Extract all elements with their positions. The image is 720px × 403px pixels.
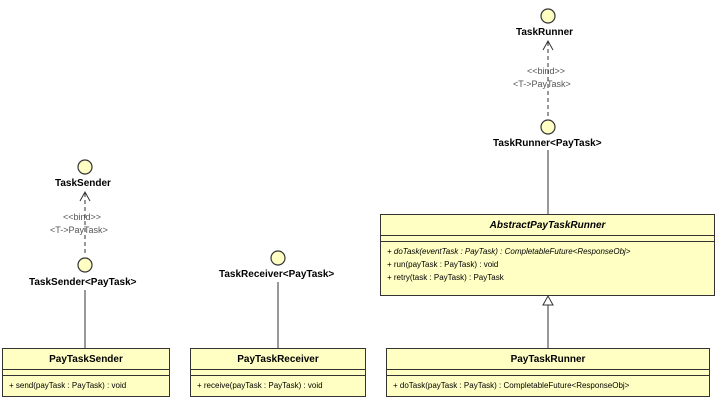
sender-bind-param: <T->PayTask> bbox=[50, 225, 108, 235]
operation: + doTask(payTask : PayTask) : Completabl… bbox=[393, 381, 630, 390]
sender-bind-arrowhead bbox=[79, 190, 91, 202]
attributes-compartment bbox=[3, 370, 169, 376]
pay-task-sender-class: PayTaskSender + send(payTask : PayTask) … bbox=[2, 348, 170, 397]
operations-compartment: + doTask(eventTask : PayTask) : Completa… bbox=[381, 242, 714, 287]
operations-compartment: + doTask(payTask : PayTask) : Completabl… bbox=[387, 376, 709, 395]
task-sender-pay-interface-circle bbox=[77, 257, 93, 273]
task-runner-pay-label: TaskRunner<PayTask> bbox=[493, 138, 602, 149]
runner-bind-arrowhead bbox=[542, 39, 554, 51]
pay-task-runner-class: PayTaskRunner + doTask(payTask : PayTask… bbox=[386, 348, 710, 397]
task-sender-interface-circle bbox=[77, 159, 93, 175]
operations-compartment: + receive(payTask : PayTask) : void bbox=[191, 376, 365, 395]
attributes-compartment bbox=[381, 236, 714, 242]
task-receiver-pay-label: TaskReceiver<PayTask> bbox=[219, 269, 335, 280]
attributes-compartment bbox=[191, 370, 365, 376]
operation: + retry(task : PayTask) : PayTask bbox=[387, 273, 504, 282]
generalization-arrowhead bbox=[542, 294, 554, 306]
class-name: PayTaskSender bbox=[3, 349, 169, 370]
sender-bind-stereotype: <<bind>> bbox=[63, 212, 102, 222]
operations-compartment: + send(payTask : PayTask) : void bbox=[3, 376, 169, 395]
class-name: PayTaskRunner bbox=[387, 349, 709, 370]
task-receiver-pay-interface-circle bbox=[270, 250, 286, 266]
class-name: AbstractPayTaskRunner bbox=[381, 215, 714, 236]
task-sender-pay-label: TaskSender<PayTask> bbox=[29, 277, 137, 288]
runner-bind-param: <T->PayTask> bbox=[513, 79, 571, 89]
runner-bind-stereotype: <<bind>> bbox=[527, 66, 566, 76]
task-runner-pay-interface-circle bbox=[540, 119, 556, 135]
attributes-compartment bbox=[387, 370, 709, 376]
operation: + receive(payTask : PayTask) : void bbox=[197, 381, 323, 390]
class-name: PayTaskReceiver bbox=[191, 349, 365, 370]
task-runner-interface-circle bbox=[540, 8, 556, 24]
pay-task-receiver-class: PayTaskReceiver + receive(payTask : PayT… bbox=[190, 348, 366, 397]
operation: + run(payTask : PayTask) : void bbox=[387, 260, 499, 269]
operation: + doTask(eventTask : PayTask) : Completa… bbox=[387, 247, 631, 256]
task-runner-label: TaskRunner bbox=[516, 27, 574, 38]
task-sender-label: TaskSender bbox=[55, 178, 111, 189]
abstract-pay-task-runner-class: AbstractPayTaskRunner + doTask(eventTask… bbox=[380, 214, 715, 296]
operation: + send(payTask : PayTask) : void bbox=[9, 381, 127, 390]
